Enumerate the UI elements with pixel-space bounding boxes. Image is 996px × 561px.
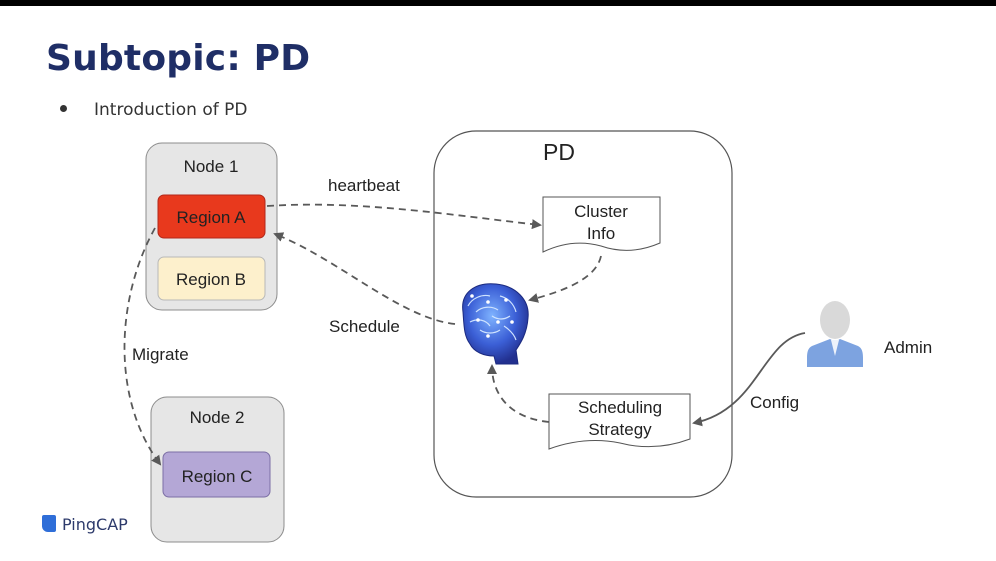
config-label: Config [750, 393, 799, 412]
brain-icon [462, 283, 529, 365]
pingcap-logo: PingCAP [42, 515, 128, 534]
schedule-arrow [273, 232, 456, 325]
schedule-label: Schedule [329, 317, 400, 336]
admin-label: Admin [884, 338, 932, 357]
cluster-info-doc: Cluster Info [542, 196, 661, 253]
node-1: Node 1 Region A Region B [145, 142, 278, 311]
node-2: Node 2 Region C [150, 396, 285, 543]
heartbeat-label: heartbeat [328, 176, 400, 195]
pingcap-logo-icon [42, 515, 56, 532]
page-title: Subtopic: PD [46, 38, 311, 79]
migrate-arrow [123, 227, 162, 466]
heartbeat-arrow [266, 203, 542, 230]
migrate-label: Migrate [132, 345, 189, 364]
region-c: Region C [162, 451, 271, 498]
top-bar [0, 0, 996, 6]
node-2-label: Node 2 [190, 408, 245, 427]
bullet-item: Introduction of PD [60, 100, 247, 120]
cluster-info-to-brain-arrow [528, 255, 602, 303]
pd-label: PD [543, 139, 575, 165]
config-arrow [692, 332, 806, 427]
region-a-label: Region A [177, 208, 247, 227]
cluster-info-line-1: Cluster [574, 202, 628, 221]
logo-text: PingCAP [62, 515, 128, 534]
arrows [123, 203, 602, 466]
cluster-info-line-2: Info [587, 224, 615, 243]
admin-user-icon [807, 301, 863, 367]
scheduling-strategy-line-2: Strategy [588, 420, 652, 439]
region-c-label: Region C [182, 467, 253, 486]
scheduling-strategy-doc: Scheduling Strategy [548, 393, 691, 450]
bullet-dot [60, 104, 67, 112]
bullet-text: Introduction of PD [94, 100, 248, 120]
node-1-label: Node 1 [184, 157, 239, 176]
region-b: Region B [157, 256, 266, 301]
scheduling-strategy-line-1: Scheduling [578, 398, 662, 417]
region-b-label: Region B [176, 270, 246, 289]
region-a: Region A [157, 194, 266, 239]
